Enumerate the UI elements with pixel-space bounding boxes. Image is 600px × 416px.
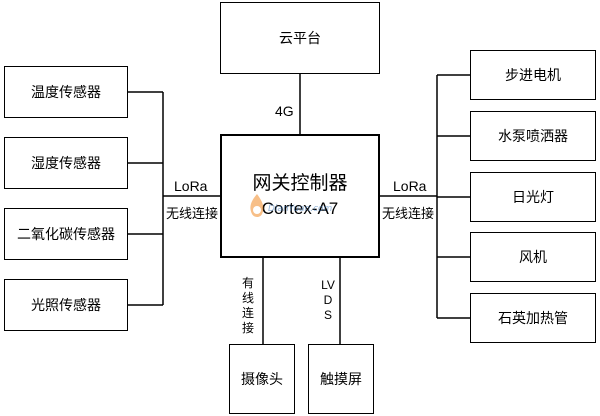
right-link-lora-label: LoRa — [393, 178, 427, 194]
light-sensor-box: 光照传感器 — [4, 279, 128, 331]
temperature-sensor-label: 温度传感器 — [31, 85, 101, 101]
cloud-platform-box: 云平台 — [220, 2, 380, 74]
co2-sensor-box: 二氧化碳传感器 — [4, 208, 128, 260]
cloud-link-label: 4G — [275, 103, 294, 119]
quartz-heater-label: 石英加热管 — [498, 311, 568, 327]
touchscreen-label: 触摸屏 — [320, 372, 362, 388]
water-pump-sprayer-box: 水泵喷洒器 — [470, 111, 596, 161]
camera-box: 摄像头 — [229, 344, 295, 414]
gateway-title: 网关控制器 — [252, 172, 348, 194]
left-link-lora-label: LoRa — [174, 178, 208, 194]
light-sensor-label: 光照传感器 — [31, 298, 101, 314]
temperature-sensor-box: 温度传感器 — [4, 66, 128, 118]
gateway-controller-box: 网关控制器 Cortex-A7 — [220, 134, 380, 258]
stepper-motor-label: 步进电机 — [505, 68, 561, 84]
right-link-wireless-label: 无线连接 — [382, 207, 435, 222]
co2-sensor-label: 二氧化碳传感器 — [17, 227, 115, 243]
water-pump-sprayer-label: 水泵喷洒器 — [498, 129, 568, 145]
camera-label: 摄像头 — [241, 372, 283, 388]
humidity-sensor-box: 湿度传感器 — [4, 137, 128, 189]
fluorescent-lamp-box: 日光灯 — [470, 172, 596, 222]
fluorescent-lamp-label: 日光灯 — [512, 190, 554, 206]
left-link-wireless-label: 无线连接 — [166, 207, 219, 222]
fan-label: 风机 — [519, 250, 547, 266]
quartz-heater-box: 石英加热管 — [470, 293, 596, 343]
touchscreen-link-label: LVDS — [321, 278, 335, 322]
gateway-subtitle: Cortex-A7 — [261, 199, 339, 218]
stepper-motor-box: 步进电机 — [470, 50, 596, 100]
touchscreen-box: 触摸屏 — [308, 344, 374, 414]
humidity-sensor-label: 湿度传感器 — [31, 156, 101, 172]
camera-link-label: 有线连接 — [241, 276, 254, 335]
cloud-platform-label: 云平台 — [279, 31, 321, 47]
fan-box: 风机 — [470, 232, 596, 282]
